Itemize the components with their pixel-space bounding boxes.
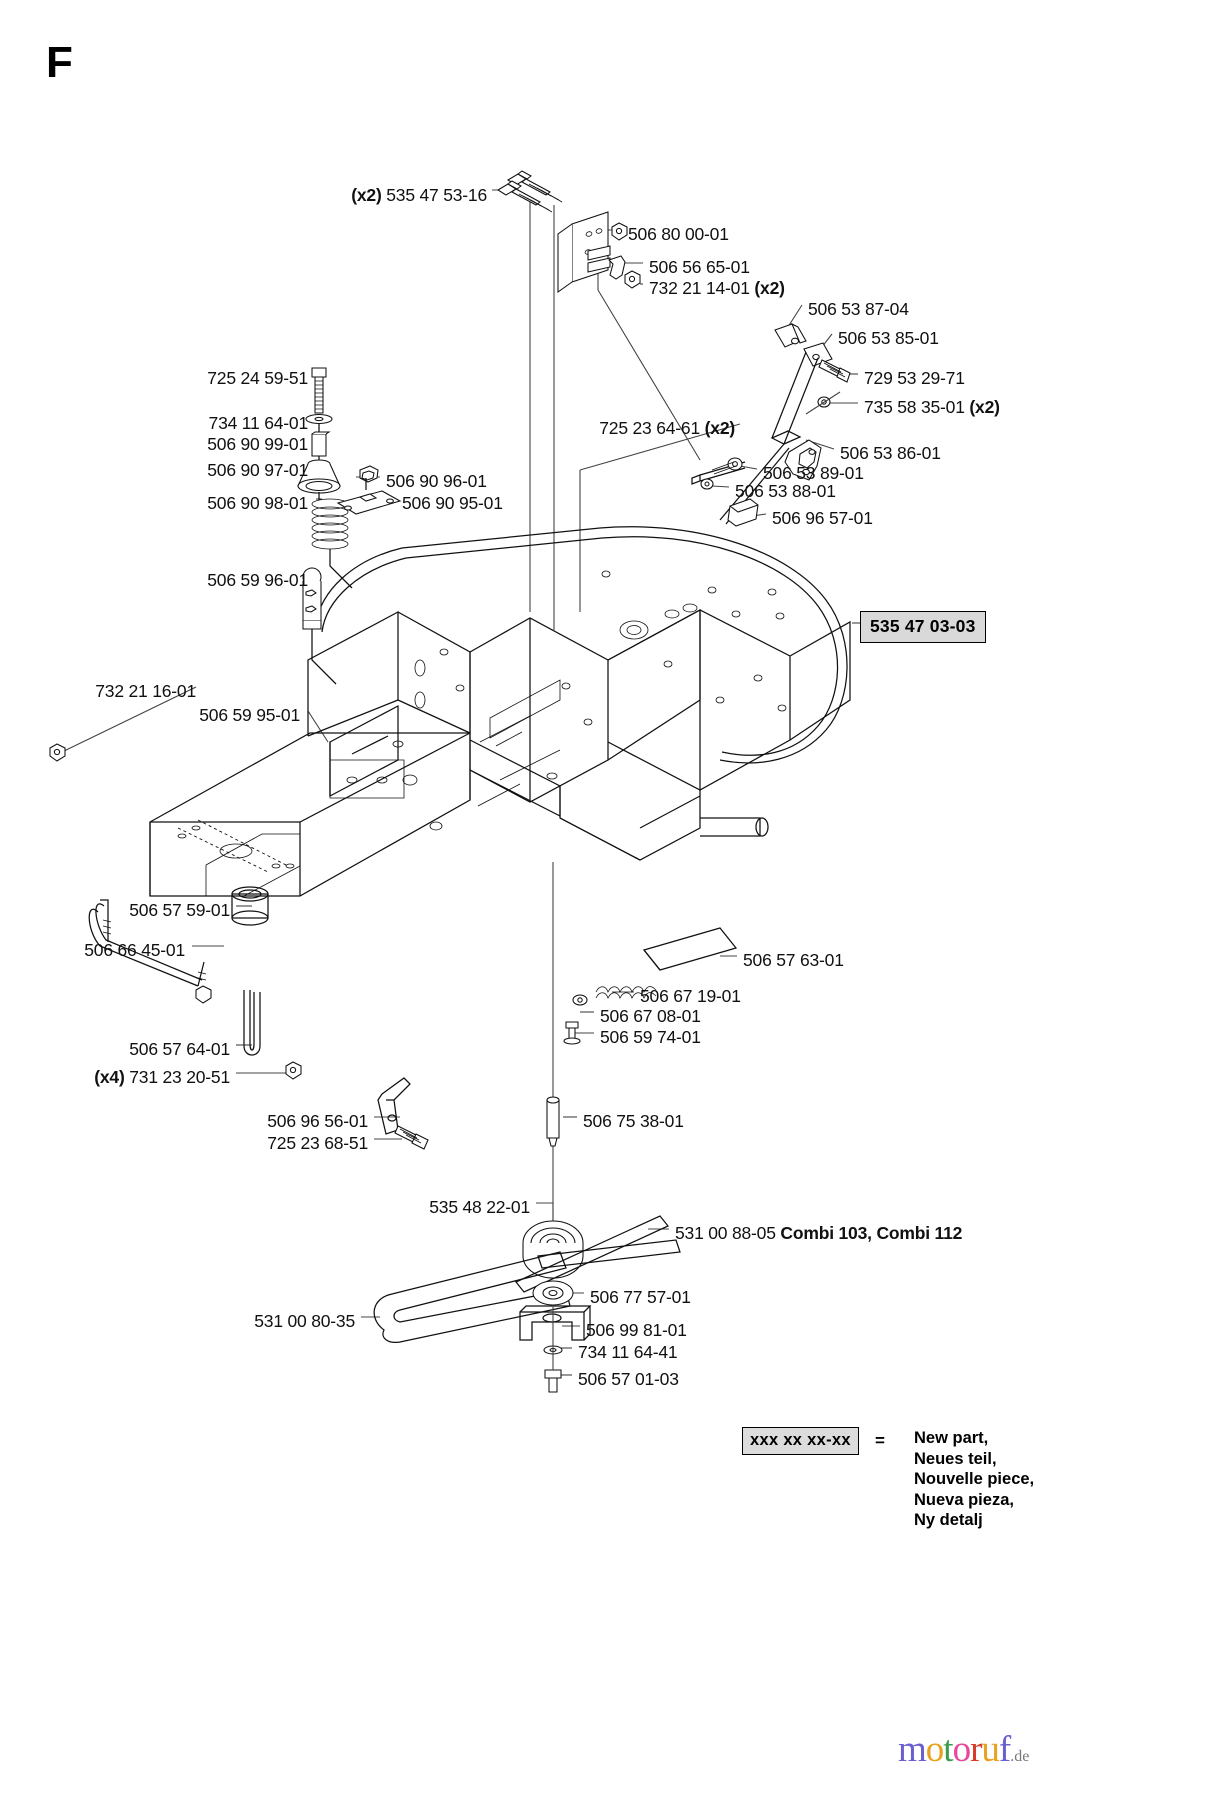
part-label-506-57-64-01[interactable]: 506 57 64-01 [129,1039,230,1059]
part-label-506-57-59-01[interactable]: 506 57 59-01 [129,900,230,920]
part-label-535-48-22-01[interactable]: 535 48 22-01 [429,1197,530,1217]
qty-x4: (x4) [94,1067,125,1087]
part-label-506-96-57-01[interactable]: 506 96 57-01 [772,508,873,528]
legend-translations: New part, Neues teil, Nouvelle piece, Nu… [914,1428,1034,1531]
part-label-506-67-08-01[interactable]: 506 67 08-01 [600,1006,701,1026]
legend-line-en: New part, [914,1429,989,1447]
wm-t: t [943,1729,953,1770]
new-part-legend: xxx xx xx-xx = New part, Neues teil, Nou… [742,1427,1034,1529]
highlighted-part-number[interactable]: 535 47 03-03 [860,611,986,643]
part-label-506-53-85-01[interactable]: 506 53 85-01 [838,328,939,348]
part-label-506-56-65-01[interactable]: 506 56 65-01 [649,257,750,277]
part-label-506-75-38-01[interactable]: 506 75 38-01 [583,1111,684,1131]
part-label-506-77-57-01[interactable]: 506 77 57-01 [590,1287,691,1307]
part-label-731-23-20-51[interactable]: (x4) 731 23 20-51 [94,1067,230,1087]
part-label-725-24-59-51[interactable]: 725 24 59-51 [207,368,308,388]
part-label-732-21-16-01[interactable]: 732 21 16-01 [95,681,196,701]
part-label-506-90-95-01[interactable]: 506 90 95-01 [402,493,503,513]
part-label-506-99-81-01[interactable]: 506 99 81-01 [586,1320,687,1340]
wm-o2: o [952,1729,971,1770]
legend-equals: = [875,1431,885,1450]
part-label-506-59-96-01[interactable]: 506 59 96-01 [207,570,308,590]
part-label-506-57-63-01[interactable]: 506 57 63-01 [743,950,844,970]
page-section-letter: F [46,38,73,87]
motoruf-watermark: motoruf.de [898,1728,1029,1771]
part-label-506-80-00-01[interactable]: 506 80 00-01 [628,224,729,244]
part-label-734-11-64-01[interactable]: 734 11 64-01 [208,413,309,433]
wm-u: u [981,1729,999,1770]
part-label-506-59-74-01[interactable]: 506 59 74-01 [600,1027,701,1047]
part-label-506-90-98-01[interactable]: 506 90 98-01 [207,493,308,513]
part-label-506-53-87-04[interactable]: 506 53 87-04 [808,299,909,319]
part-label-735-58-35-01[interactable]: 735 58 35-01 (x2) [864,397,1000,417]
part-label-725-23-64-61[interactable]: 725 23 64-61 (x2) [599,418,736,438]
qty-x2: (x2) [704,418,736,438]
part-label-535-47-53-16[interactable]: (x2) 535 47 53-16 [351,185,487,205]
part-label-729-53-29-71[interactable]: 729 53 29-71 [864,368,965,388]
part-label-506-57-01-03[interactable]: 506 57 01-03 [578,1369,679,1389]
part-label-506-53-88-01[interactable]: 506 53 88-01 [735,481,836,501]
blade-models: Combi 103, Combi 112 [780,1223,963,1243]
legend-line-de: Neues teil, [914,1449,997,1468]
part-label-506-90-99-01[interactable]: 506 90 99-01 [207,434,308,454]
legend-key-sample: xxx xx xx-xx [742,1427,859,1455]
wm-r: r [970,1729,982,1770]
part-label-732-21-14-01[interactable]: 732 21 14-01 (x2) [649,278,785,298]
legend-line-sv: Ny detalj [914,1511,983,1529]
wm-o1: o [925,1729,944,1770]
wm-m: m [898,1729,927,1770]
part-label-506-96-56-01[interactable]: 506 96 56-01 [267,1111,368,1131]
wm-f: f [998,1729,1011,1770]
part-label-506-59-95-01[interactable]: 506 59 95-01 [199,705,300,725]
legend-line-fr: Nouvelle piece, [914,1470,1035,1488]
wm-tld: .de [1010,1748,1030,1765]
qty-x2: (x2) [351,185,382,205]
part-label-506-90-97-01[interactable]: 506 90 97-01 [207,460,308,480]
part-label-531-00-80-35[interactable]: 531 00 80-35 [254,1311,355,1331]
qty-x2: (x2) [754,278,785,298]
qty-x2: (x2) [969,397,1000,417]
part-label-506-53-86-01[interactable]: 506 53 86-01 [840,443,941,463]
part-label-506-53-89-01[interactable]: 506 53 89-01 [763,463,864,483]
part-label-725-23-68-51[interactable]: 725 23 68-51 [267,1133,368,1153]
part-label-531-00-88-05[interactable]: 531 00 88-05 Combi 103, Combi 112 [675,1223,963,1243]
legend-line-es: Nueva pieza, [914,1490,1014,1509]
part-label-506-66-45-01[interactable]: 506 66 45-01 [84,940,185,960]
part-label-734-11-64-41[interactable]: 734 11 64-41 [578,1342,678,1362]
part-label-506-67-19-01[interactable]: 506 67 19-01 [640,986,741,1006]
part-label-506-90-96-01[interactable]: 506 90 96-01 [386,471,487,491]
